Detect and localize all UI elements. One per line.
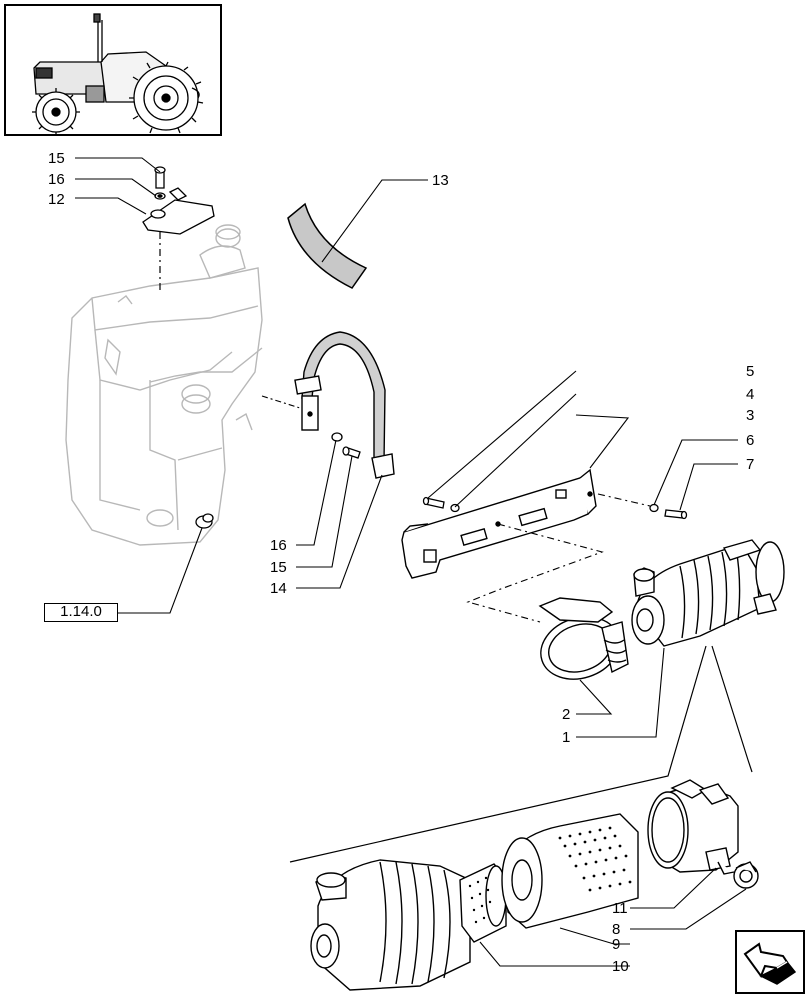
callout-13: 13	[432, 172, 449, 189]
callout-14: 14	[270, 580, 287, 597]
fuel-tank-outline	[65, 224, 263, 546]
mounting-plate	[401, 468, 597, 579]
detail-frame-lines	[289, 645, 753, 863]
air-cleaner-assembly	[631, 539, 785, 647]
callout-10: 10	[612, 958, 629, 975]
callout-3: 3	[746, 407, 754, 424]
navigate-button[interactable]	[735, 930, 805, 994]
callout-4: 4	[746, 386, 754, 403]
tank-bracket	[142, 166, 215, 235]
callout-9: 9	[612, 936, 620, 953]
air-cleaner-exploded	[310, 813, 639, 991]
callout-1: 1	[562, 729, 570, 746]
tractor-icon	[32, 13, 204, 136]
strap-fasteners	[331, 432, 361, 459]
callout-15-top: 15	[48, 150, 65, 167]
callout-16-bottom: 16	[270, 537, 287, 554]
callout-7: 7	[746, 456, 754, 473]
callout-6: 6	[746, 432, 754, 449]
reference-label: 1.14.0	[60, 603, 102, 620]
filter-perforations	[468, 826, 632, 924]
callout-2: 2	[562, 706, 570, 723]
plate-axis-lines	[466, 493, 651, 623]
callout-15-bottom: 15	[270, 559, 287, 576]
navigate-arrow-icon	[743, 942, 797, 985]
dust-valve	[733, 861, 759, 889]
callout-8: 8	[612, 921, 620, 938]
callout-16-top: 16	[48, 171, 65, 188]
callout-11: 11	[612, 900, 628, 917]
callout-12: 12	[48, 191, 65, 208]
tank-band	[287, 202, 368, 289]
callout-labels: 15 16 12 13 5 4 3 6 7 16 15 14 2 1 11 8 …	[48, 150, 754, 975]
air-cleaner-cover	[647, 779, 739, 875]
tractor-thumbnail	[4, 4, 222, 136]
callout-5: 5	[746, 363, 754, 380]
leader-lines	[75, 157, 747, 967]
tank-strap	[294, 331, 395, 479]
strap-axis-line	[261, 395, 301, 409]
clamp-ring	[538, 597, 629, 680]
drain-plug	[195, 513, 214, 529]
reference-link-box[interactable]: 1.14.0	[44, 603, 118, 622]
